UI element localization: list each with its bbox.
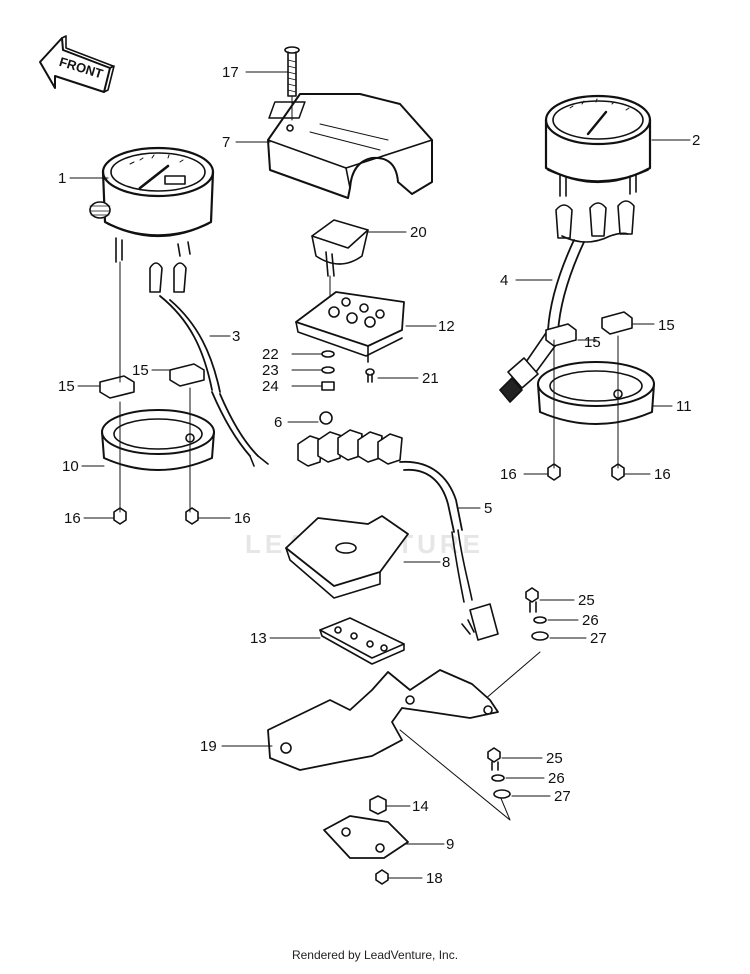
- speedometer-assembly: [89, 146, 215, 263]
- callout-25-a: 25: [578, 592, 595, 609]
- callout-16-d: 16: [654, 466, 671, 483]
- meter-cover: [267, 93, 433, 199]
- meter-case-left: [101, 409, 215, 471]
- washer-stack: [321, 350, 335, 391]
- callout-10: 10: [62, 458, 79, 475]
- render-credit: Rendered by LeadVenture, Inc.: [291, 948, 459, 962]
- callout-20: 20: [410, 224, 427, 241]
- callout-7: 7: [222, 134, 230, 151]
- callout-12: 12: [438, 318, 455, 335]
- indicator-harness-connector: [451, 529, 499, 641]
- callout-25-b: 25: [546, 750, 563, 767]
- screw-small-21: [365, 368, 375, 383]
- screw-17: [284, 46, 300, 97]
- callout-16-a: 16: [64, 510, 81, 527]
- callout-5: 5: [484, 500, 492, 517]
- callout-labels: 1 2 3 4 5 6 7 8 9 10 11 12 13 14 15 15 1…: [58, 64, 700, 887]
- callout-13: 13: [250, 630, 267, 647]
- indicator-lamp-case: [285, 515, 409, 599]
- bracket-plate-group: [323, 795, 409, 885]
- callout-22: 22: [262, 346, 279, 363]
- cap-nuts: [113, 463, 625, 525]
- callout-2: 2: [692, 132, 700, 149]
- callout-16-b: 16: [234, 510, 251, 527]
- callout-leaders: [69, 71, 691, 879]
- meter-case-right: [537, 361, 655, 425]
- front-arrow: FRONT: [39, 35, 115, 93]
- tachometer-assembly: [544, 94, 652, 243]
- callout-15-b: 15: [132, 362, 149, 379]
- indicator-sockets: [297, 411, 463, 533]
- damper-pad: [319, 617, 405, 665]
- callout-23: 23: [262, 362, 279, 379]
- callout-15-c: 15: [584, 334, 601, 351]
- callout-27-a: 27: [590, 630, 607, 647]
- fuel-gauge-unit: [311, 219, 369, 277]
- callout-4: 4: [500, 272, 508, 289]
- callout-15-a: 15: [58, 378, 75, 395]
- callout-19: 19: [200, 738, 217, 755]
- callout-8: 8: [442, 554, 450, 571]
- callout-26-b: 26: [548, 770, 565, 787]
- callout-3: 3: [232, 328, 240, 345]
- callout-9: 9: [446, 836, 454, 853]
- meter-dampers: [99, 311, 633, 399]
- callout-6: 6: [274, 414, 282, 431]
- callout-27-b: 27: [554, 788, 571, 805]
- callout-14: 14: [412, 798, 429, 815]
- callout-26-a: 26: [582, 612, 599, 629]
- mount-hardware-lower: [487, 747, 511, 799]
- callout-18: 18: [426, 870, 443, 887]
- meter-lamp-wire-left: [149, 262, 269, 467]
- callout-15-d: 15: [658, 317, 675, 334]
- guide-lines: [119, 95, 619, 821]
- meter-bracket: [267, 669, 499, 771]
- callout-17: 17: [222, 64, 239, 81]
- callout-24: 24: [262, 378, 279, 395]
- callout-1: 1: [58, 170, 66, 187]
- callout-11: 11: [676, 398, 692, 415]
- mount-hardware-upper: [525, 587, 549, 641]
- callout-21: 21: [422, 370, 439, 387]
- callout-16-c: 16: [500, 466, 517, 483]
- indicator-base: [295, 291, 405, 363]
